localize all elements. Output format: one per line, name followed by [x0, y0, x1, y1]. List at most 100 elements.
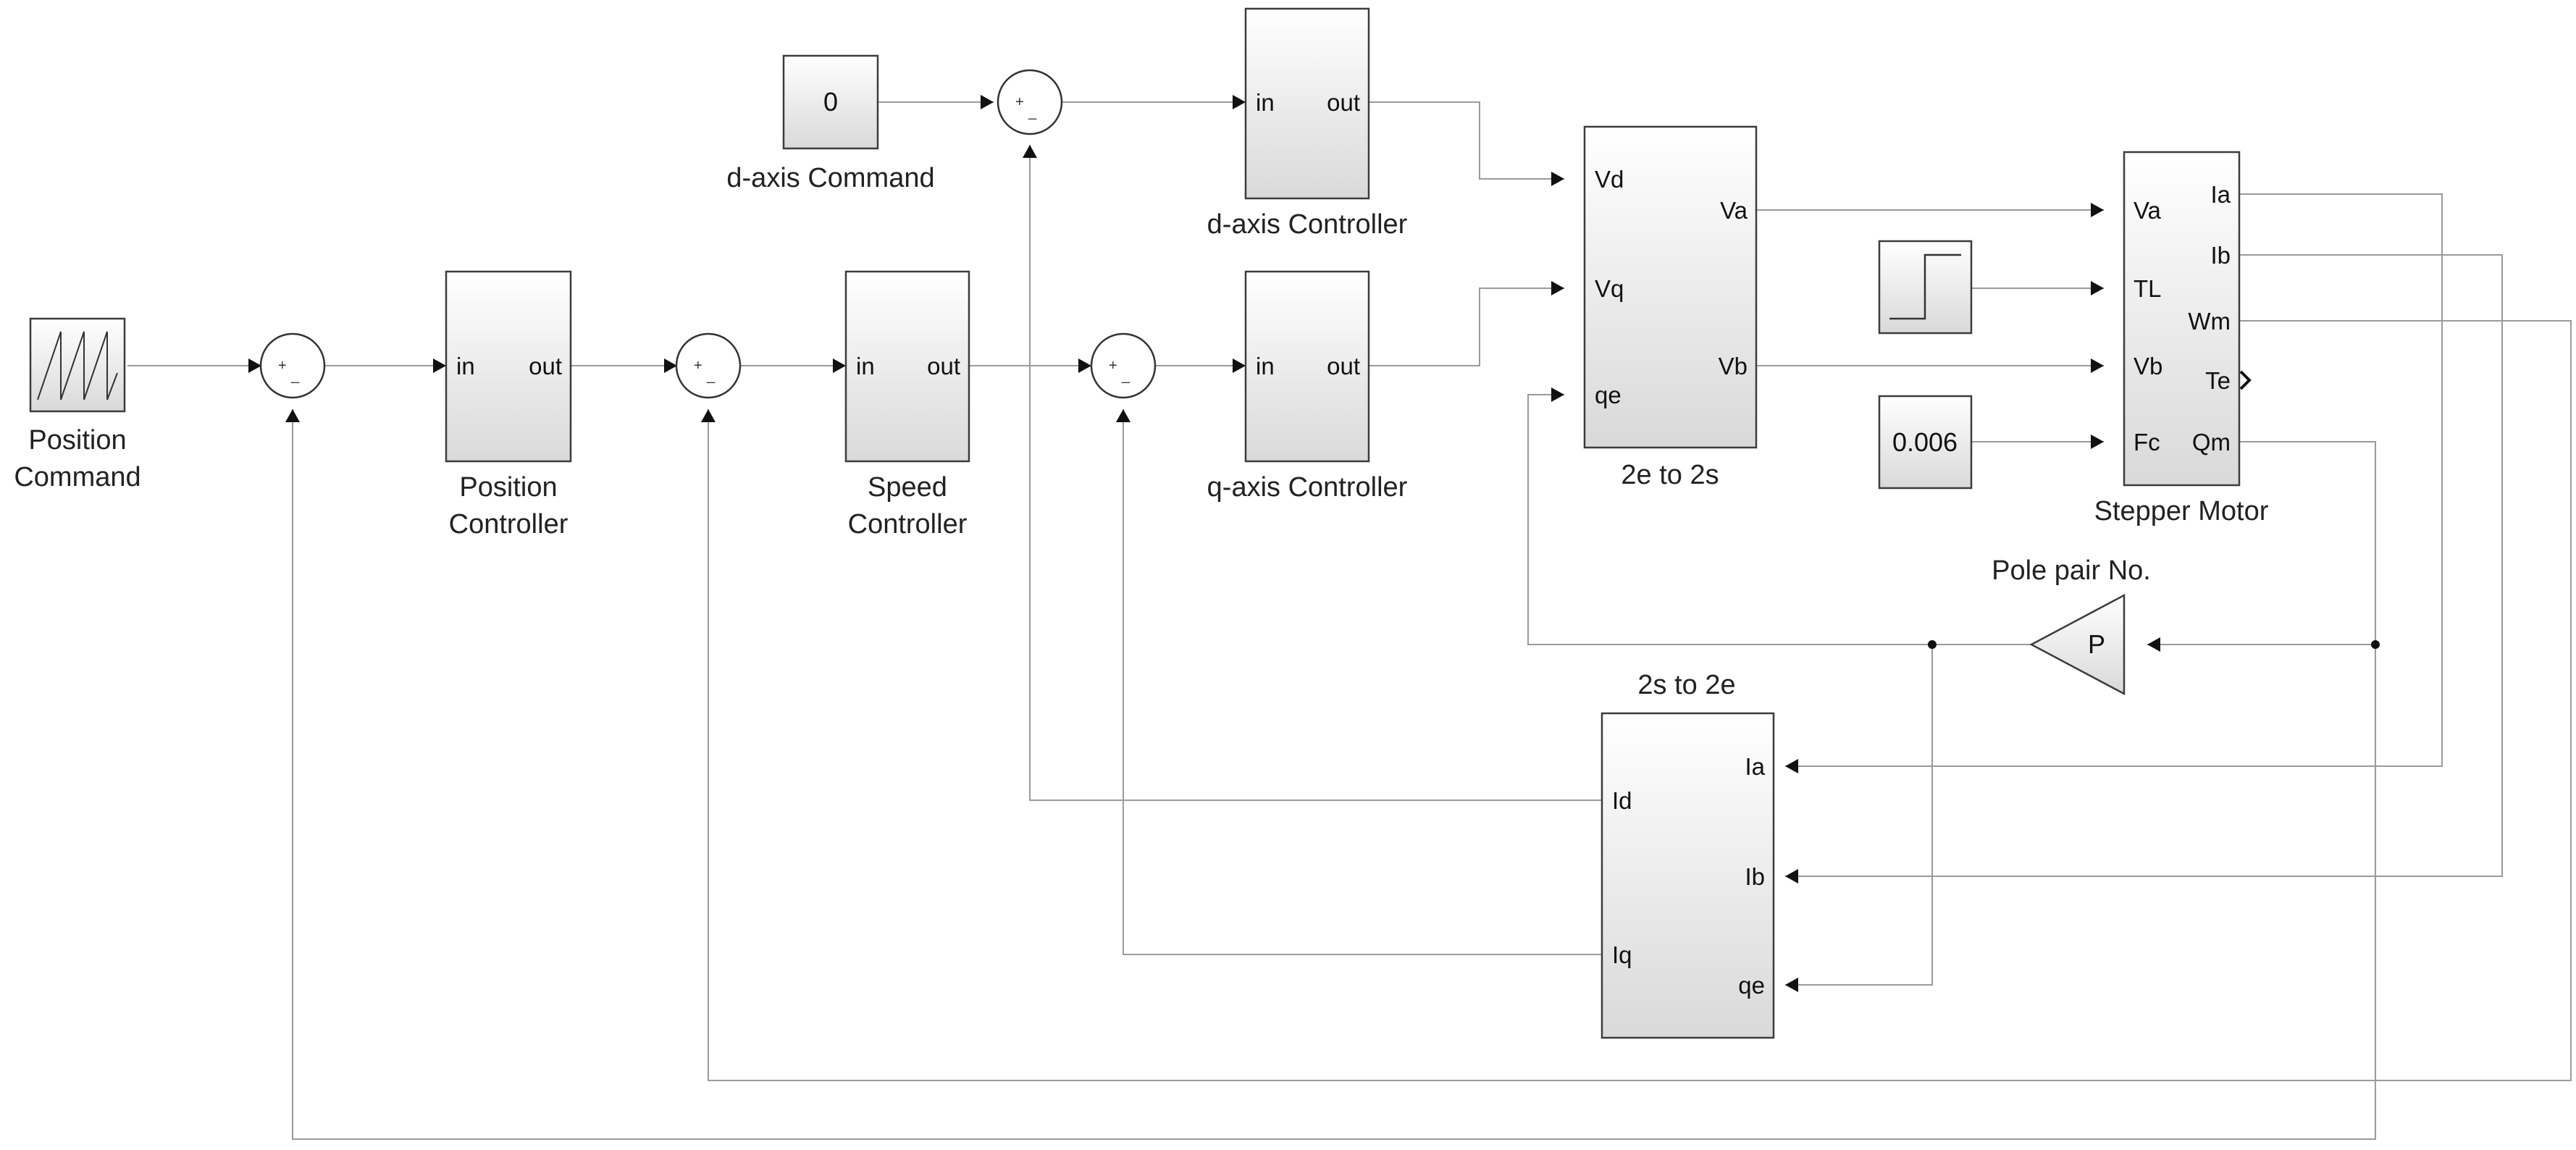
sum1-minus-sign: _ [290, 368, 300, 384]
position-controller-out-port: out [529, 353, 562, 379]
wire-q-controller-to-vq [1369, 288, 1564, 366]
sum-d-axis-error[interactable]: + _ [997, 69, 1063, 135]
motor-qm-port: Qm [2192, 429, 2231, 456]
position-command-label-line1: Position [28, 425, 126, 456]
fc-constant-block[interactable]: 0.006 [1878, 395, 1973, 490]
pole-pair-label: Pole pair No. [1992, 555, 2151, 586]
position-command-block[interactable] [29, 317, 126, 413]
arrow-sum-d-in [981, 95, 994, 109]
arrow-position-controller-in [433, 358, 446, 373]
arrow-d-controller-in [1233, 95, 1246, 109]
speed-controller-label-line1: Speed [868, 472, 947, 503]
d-axis-command-value: 0 [823, 87, 838, 117]
2e-to-2s-vd-port: Vd [1595, 166, 1624, 193]
pole-pair-gain-value: P [2088, 629, 2105, 659]
step-input-block[interactable] [1878, 240, 1973, 335]
wire-qm-to-gain [2147, 441, 2376, 645]
arrow-motor-tl-in [2091, 281, 2104, 295]
stepper-motor-block[interactable]: Va TL Vb Fc Ia Ib Wm Te Qm [2123, 151, 2252, 487]
branch-point-qe [1928, 640, 1937, 649]
arrow-2s2e-qe-in [1785, 978, 1798, 992]
2e-to-2s-label: 2e to 2s [1621, 460, 1719, 490]
wire-position-feedback [292, 409, 2376, 1140]
sum-speed-error[interactable]: + _ [675, 332, 742, 399]
2s-to-2e-qe-port: qe [1738, 972, 1765, 999]
d-axis-command-label: d-axis Command [726, 163, 934, 193]
2e-to-2s-vq-port: Vq [1595, 275, 1624, 302]
sum-d-plus-sign: + [1015, 94, 1024, 110]
arrow-sum1-feedback-in [285, 409, 300, 422]
2e-to-2s-qe-port: qe [1595, 382, 1621, 408]
wire-qe-to-2s2e [1785, 645, 1933, 986]
wire-ia-feedback [1785, 193, 2443, 767]
arrow-sum-d-feedback-in [1023, 145, 1037, 158]
arrow-sum-q-feedback-in [1116, 409, 1130, 422]
arrow-motor-fc-in [2091, 435, 2104, 449]
q-axis-controller-label: q-axis Controller [1207, 472, 1408, 503]
2s-to-2e-id-port: Id [1612, 787, 1632, 814]
wire-d-controller-to-vd [1369, 101, 1564, 180]
motor-ib-port: Ib [2210, 242, 2231, 269]
arrow-sum2-feedback-in [701, 409, 716, 422]
2s-to-2e-block[interactable]: Ia Ib qe Id Iq [1600, 712, 1775, 1039]
pole-pair-gain-block[interactable]: P [2029, 593, 2126, 696]
d-axis-controller-block[interactable]: in out [1244, 7, 1370, 200]
q-axis-controller-in-port: in [1256, 353, 1275, 379]
te-unconnected-output-icon [2239, 370, 2252, 390]
2e-to-2s-vb-port: Vb [1719, 353, 1748, 379]
stepper-motor-label: Stepper Motor [2094, 496, 2269, 526]
2s-to-2e-label: 2s to 2e [1637, 670, 1735, 700]
2s-to-2e-iq-port: Iq [1612, 941, 1632, 968]
motor-ia-port: Ia [2210, 181, 2231, 208]
position-controller-label-line1: Position [459, 472, 557, 503]
sawtooth-icon [37, 331, 118, 400]
2e-to-2s-va-port: Va [1720, 197, 1748, 224]
arrow-sum1-in [248, 358, 261, 373]
wire-iq-feedback [1123, 409, 1602, 955]
arrow-sum2-in [664, 358, 677, 373]
signal-lines [127, 101, 2572, 1140]
sum-d-minus-sign: _ [1028, 104, 1037, 120]
sum-position-error[interactable]: + _ [259, 332, 326, 399]
arrow-motor-vb-in [2091, 358, 2104, 373]
step-icon [1889, 253, 1961, 320]
2s-to-2e-ib-port: Ib [1745, 863, 1765, 890]
d-axis-command-block[interactable]: 0 [782, 54, 879, 150]
motor-wm-port: Wm [2188, 308, 2231, 335]
arrow-motor-va-in [2091, 203, 2104, 217]
wire-ib-feedback [1785, 254, 2503, 877]
sum-q-minus-sign: _ [1121, 368, 1130, 384]
q-axis-controller-out-port: out [1327, 353, 1360, 379]
position-command-label-line2: Command [14, 462, 140, 492]
arrowheads [248, 95, 2160, 992]
position-controller-in-port: in [456, 353, 475, 379]
arrow-speed-controller-in [833, 358, 846, 373]
speed-controller-label-line2: Controller [848, 509, 968, 540]
arrow-gain-in [2147, 637, 2160, 652]
arrow-vd-in [1551, 172, 1564, 186]
fc-constant-value: 0.006 [1892, 427, 1958, 457]
wire-wm-feedback [708, 320, 2572, 1081]
2s-to-2e-ia-port: Ia [1745, 753, 1765, 780]
speed-controller-in-port: in [856, 353, 875, 379]
position-controller-label-line2: Controller [449, 509, 569, 540]
sum1-plus-sign: + [278, 358, 287, 374]
d-axis-controller-label: d-axis Controller [1207, 209, 1408, 240]
arrow-2s2e-ia-in [1785, 759, 1798, 773]
sum-q-plus-sign: + [1109, 358, 1117, 374]
position-controller-block[interactable]: in out [445, 270, 572, 463]
speed-controller-block[interactable]: in out [844, 270, 970, 463]
arrow-qe-in [1551, 387, 1564, 402]
branch-point-qm [2371, 640, 2380, 649]
wire-id-feedback [1029, 145, 1602, 801]
d-axis-controller-out-port: out [1327, 89, 1360, 116]
speed-controller-out-port: out [927, 353, 960, 379]
motor-te-port: Te [2205, 367, 2231, 394]
motor-fc-port: Fc [2134, 429, 2160, 456]
motor-va-port: Va [2134, 197, 2162, 224]
2e-to-2s-block[interactable]: Vd Vq qe Va Vb [1583, 125, 1758, 449]
sum2-plus-sign: + [694, 358, 702, 374]
arrow-2s2e-ib-in [1785, 869, 1798, 884]
sum-q-axis-error[interactable]: + _ [1090, 332, 1157, 399]
q-axis-controller-block[interactable]: in out [1244, 270, 1370, 463]
